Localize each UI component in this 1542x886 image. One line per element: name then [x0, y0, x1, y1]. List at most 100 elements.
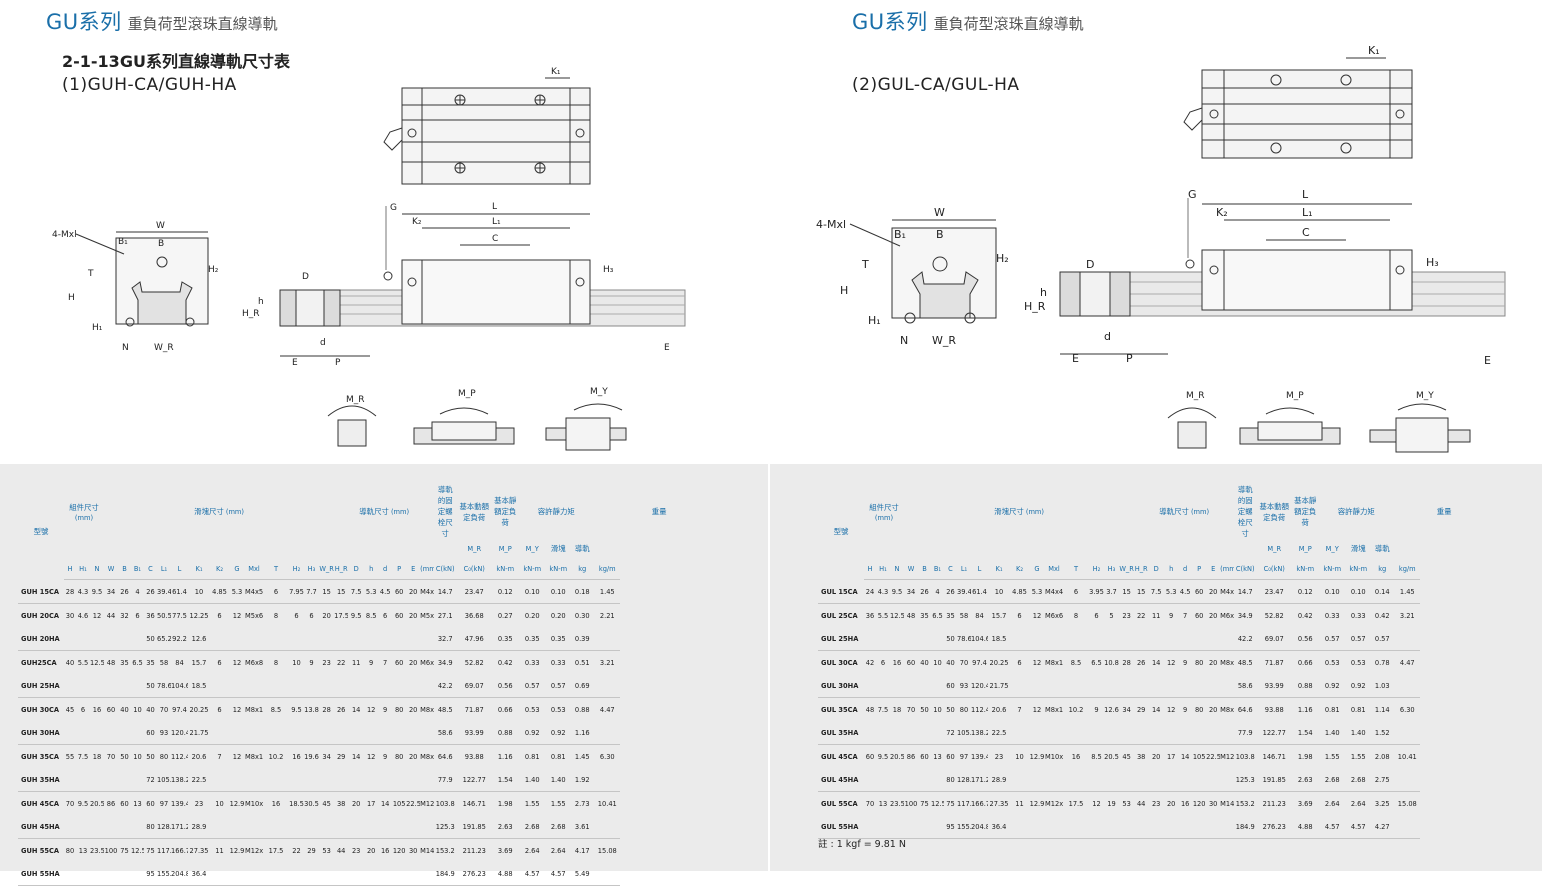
header-spacer: [406, 539, 420, 557]
cell-h2: 8.5: [1091, 752, 1102, 761]
header-spacer: [364, 539, 378, 557]
cell-k1: 12.6: [188, 627, 210, 651]
cell-d: 9: [383, 752, 388, 761]
cell-cdyn: 103.8: [1235, 752, 1255, 761]
cell-wr: [594, 815, 621, 839]
label-mr: M_R: [346, 395, 365, 405]
cell-k2: 6: [217, 658, 222, 667]
cell-wr: [1394, 815, 1421, 839]
cell-h3: 12.6: [1104, 705, 1119, 714]
header-weight: 重量: [651, 507, 667, 516]
cell-h: 80: [65, 846, 75, 855]
cell-l1: 105.8: [157, 768, 171, 792]
series-title: GU系列: [46, 10, 122, 34]
cell-mr: 0.42: [497, 658, 513, 667]
header-spacer: [171, 539, 188, 557]
cell-b: 75: [120, 846, 129, 855]
cell-w: [904, 627, 918, 651]
cell-d: 23: [351, 846, 361, 855]
cell-d: 14: [351, 752, 361, 761]
label-n-right: N: [900, 334, 908, 347]
cell-wr: [594, 862, 621, 886]
gul-technical-drawing: K₁ L L₁ C G K₂ H₃ D h H_R: [816, 44, 1506, 453]
cell-mr: 4.88: [492, 862, 519, 886]
cell-h1: [76, 768, 90, 792]
cell-n: 23.5: [90, 846, 104, 855]
header-sub-16: W_R: [319, 557, 335, 580]
cell-w: 70: [906, 705, 916, 714]
cell-c0: 93.99: [1256, 674, 1293, 698]
cell-my: 0.57: [546, 674, 571, 698]
cell-l1: 80: [959, 705, 969, 714]
label-n: N: [122, 343, 129, 353]
cell-b: 75: [920, 799, 929, 808]
cell-bolt: M8x25: [1220, 705, 1235, 714]
cell-w: 86: [106, 799, 116, 808]
cell-h2: [1089, 674, 1104, 698]
cell-n: 20.5: [90, 799, 104, 808]
header-spacer: [876, 539, 890, 557]
cell-w: 44: [106, 611, 116, 620]
cell-wr: 4.47: [1399, 658, 1415, 667]
cell-l: 92.2: [171, 627, 188, 651]
cell-k2: 4.85: [1010, 579, 1029, 604]
header-spacer: [1206, 539, 1220, 557]
cell-k1: 18.5: [988, 627, 1010, 651]
cell-hr: 29: [1136, 705, 1146, 714]
cell-wr: 34: [322, 752, 331, 761]
table-row: GUL 45CA609.520.58660136097139.4231012.9…: [818, 745, 1494, 769]
cell-cdyn: 58.6: [434, 721, 457, 745]
label-h-right: H: [840, 284, 848, 297]
cell-my: 0.20: [550, 611, 566, 620]
cell-k2: 10: [215, 799, 224, 808]
cell-b1: 6: [135, 611, 140, 620]
cell-mp: 4.57: [518, 862, 547, 886]
cell-w: 48: [106, 658, 116, 667]
cell-p: 80: [394, 752, 404, 761]
cell-l1: 80: [159, 752, 169, 761]
cell-n: 18: [892, 705, 902, 714]
cell-c0: 47.96: [456, 627, 493, 651]
header-spacer: [76, 539, 90, 557]
cell-e: 22.5: [1206, 752, 1221, 761]
cell-h: 12: [1166, 705, 1176, 714]
cell-h: 20: [366, 846, 376, 855]
cell-n: 16: [92, 705, 102, 714]
header-sub-22: E: [1206, 557, 1221, 580]
cell-p: [392, 674, 407, 698]
header-moment-0: M_R: [467, 543, 482, 553]
cell-h2: 6: [1094, 611, 1099, 620]
cell-mr: 2.63: [1292, 768, 1319, 792]
cell-h: 20: [1166, 799, 1176, 808]
cell-g: 12.9: [229, 846, 245, 855]
header-static-load: 基本靜額定負荷: [1294, 496, 1317, 527]
cell-h1: [76, 674, 90, 698]
cell-wb: 0.42: [1374, 611, 1390, 620]
cell-my: 0.53: [550, 705, 566, 714]
cell-bolt: M14x45: [1220, 799, 1235, 808]
cell-h3: [1104, 768, 1119, 792]
cell-t: [1063, 768, 1089, 792]
cell-e: [406, 815, 421, 839]
cell-bolt: M5x16: [420, 611, 435, 620]
header-sub-13: T: [263, 557, 289, 580]
label-e: E: [292, 358, 298, 368]
cell-wr: [1394, 674, 1421, 698]
cell-k2: 6: [1017, 611, 1022, 620]
cell-hr: [334, 674, 349, 698]
cell-bolt: [420, 862, 435, 886]
cell-cdyn: 103.8: [435, 799, 455, 808]
cell-mxl: [245, 627, 263, 651]
cell-wr: [1119, 815, 1135, 839]
label-l1-right: L₁: [1302, 206, 1313, 219]
cell-h: [64, 721, 76, 745]
cell-mr: 1.98: [497, 799, 513, 808]
header-sub-11: G: [229, 557, 245, 580]
model-cell: GUL 25HA: [818, 627, 864, 651]
cell-b1: [131, 768, 144, 792]
table-row: GUH 35CA557.5187050105080112.420.6712M8x…: [18, 745, 724, 769]
label-k2: K₂: [412, 217, 422, 227]
label-l1: L₁: [492, 217, 501, 227]
cell-hr: 38: [1136, 752, 1146, 761]
